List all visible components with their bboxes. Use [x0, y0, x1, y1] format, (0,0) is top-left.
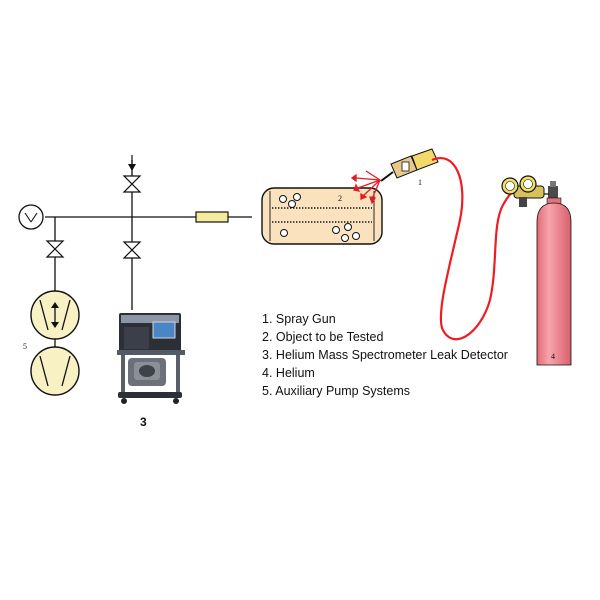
helium-spray-icon [350, 170, 381, 205]
callout-5: 5 [23, 342, 27, 351]
regulator-icon[interactable] [501, 175, 558, 207]
helium-cylinder-icon[interactable] [536, 197, 572, 366]
legend: 1. Spray Gun 2. Object to be Tested 3. H… [262, 310, 508, 400]
legend-item-1: 1. Spray Gun [262, 312, 336, 326]
helium-hose [431, 157, 517, 341]
pump-isolation-valve-icon[interactable] [45, 240, 65, 258]
test-object-vessel[interactable] [261, 187, 383, 245]
legend-item-3: 3. Helium Mass Spectrometer Leak Detecto… [262, 348, 508, 362]
callout-1: 1 [418, 178, 422, 187]
auxiliary-pump-upper[interactable] [30, 290, 80, 340]
detector-isolation-valve-icon[interactable] [122, 241, 142, 259]
vent-valve-icon[interactable] [122, 175, 142, 193]
legend-item-4: 4. Helium [262, 366, 315, 380]
auxiliary-pump-lower[interactable] [30, 346, 80, 396]
vacuum-gauge-icon [18, 204, 44, 230]
callout-2: 2 [338, 194, 342, 203]
inlet-arrow-icon [128, 155, 136, 171]
spray-gun-icon[interactable] [380, 148, 439, 182]
callout-3: 3 [140, 415, 147, 429]
pipe-connector [195, 211, 229, 223]
legend-item-2: 2. Object to be Tested [262, 330, 384, 344]
callout-4: 4 [551, 352, 555, 361]
leak-detector[interactable] [117, 313, 185, 404]
legend-item-5: 5. Auxiliary Pump Systems [262, 384, 410, 398]
